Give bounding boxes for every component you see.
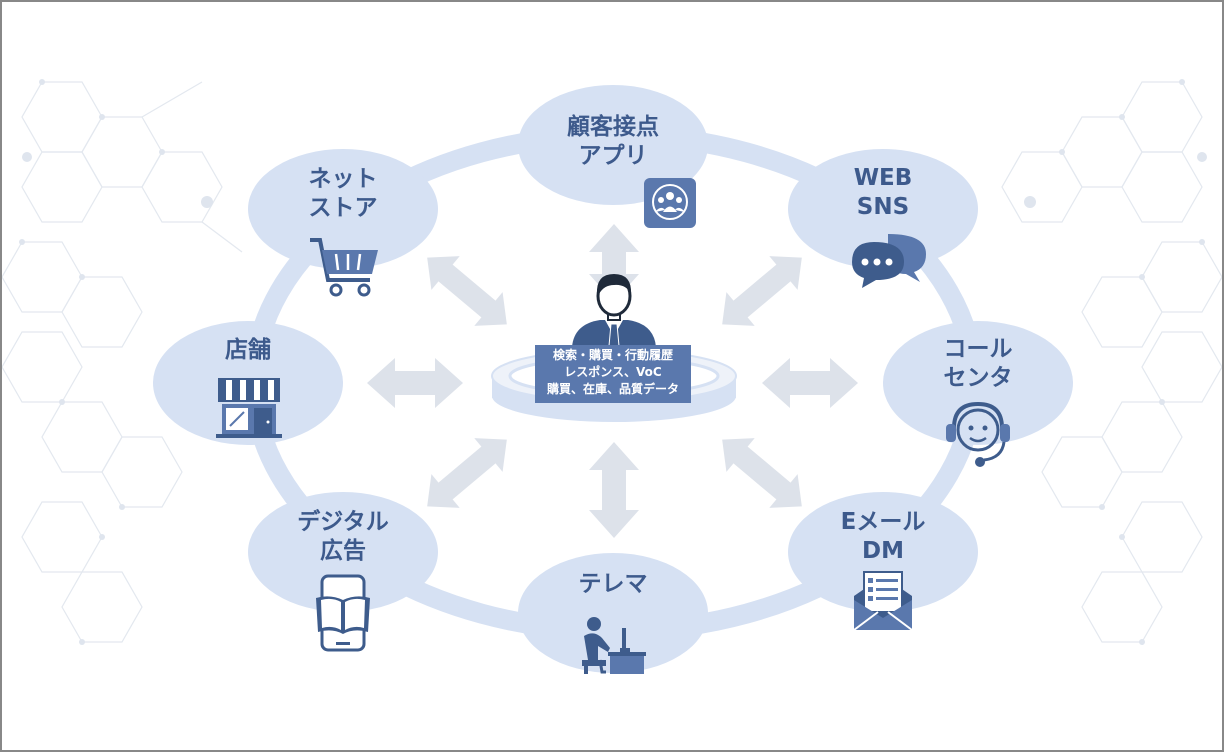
node-label-app: 顧客接点 アプリ	[567, 114, 659, 169]
node-bg-call	[883, 321, 1073, 445]
node-bg-email	[788, 492, 978, 612]
node-label-call: コール センタ	[943, 336, 1013, 391]
center-line-3: 購買、在庫、品質データ	[546, 382, 679, 396]
shopping-cart-icon	[310, 238, 378, 297]
node-bg-net	[248, 149, 438, 269]
phone-book-icon	[316, 574, 370, 652]
arrow-lower-right	[722, 438, 802, 508]
customer-group-icon	[644, 178, 696, 228]
arrow-upper-left	[427, 256, 507, 326]
node-bg-digital	[248, 492, 438, 612]
arrow-lower-left	[427, 438, 507, 508]
node-label-tele: テレマ	[578, 571, 648, 597]
arrow-right	[762, 358, 858, 408]
storefront-icon	[216, 378, 282, 438]
node-label-web: WEB SNS	[853, 165, 913, 220]
center-line-2: レスポンス、VoC	[564, 365, 662, 379]
mail-envelope-icon	[853, 571, 913, 631]
customer-person-icon	[572, 274, 656, 351]
desk-worker-icon	[582, 617, 646, 674]
arrow-down	[589, 442, 639, 538]
node-bg-web	[788, 149, 978, 269]
node-label-net: ネット ストア	[308, 166, 378, 221]
node-bg-tele	[518, 553, 708, 673]
node-label-store: 店舗	[225, 337, 271, 363]
headset-operator-icon	[946, 401, 1010, 467]
node-label-digital: デジタル 広告	[297, 509, 389, 564]
chat-bubbles-icon	[852, 234, 926, 288]
arrow-upper-right	[722, 256, 802, 326]
center-data-box: 検索・購買・行動履歴 レスポンス、VoC 購買、在庫、品質データ	[535, 345, 691, 403]
connection-arrows	[367, 224, 858, 538]
node-ellipses	[153, 85, 1073, 673]
node-label-email: Eメール DM	[840, 509, 926, 564]
node-bg-app	[518, 85, 708, 205]
arrow-left	[367, 358, 463, 408]
center-line-1: 検索・購買・行動履歴	[552, 348, 673, 362]
